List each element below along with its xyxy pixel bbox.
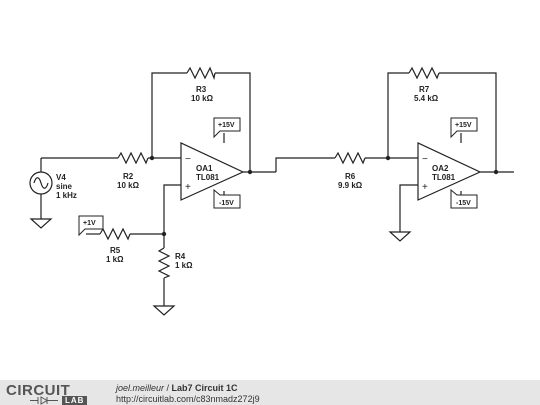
oa2-vneg-label: -15V	[456, 200, 471, 207]
r6-value: 9.9 kΩ	[338, 181, 363, 190]
footer-bar: CIRCUIT LAB joel.meilleur / Lab7 Circuit…	[0, 380, 540, 405]
circuit-symbol-icon	[30, 396, 58, 405]
r2-symbol[interactable]	[117, 151, 149, 165]
r3-symbol[interactable]	[186, 66, 216, 81]
v4-freq: 1 kHz	[56, 191, 77, 200]
ground-icon	[29, 218, 53, 229]
interstage-wiring	[275, 157, 418, 172]
circuit-title[interactable]: Lab7 Circuit 1C	[171, 383, 238, 393]
r3-value: 10 kΩ	[191, 94, 214, 103]
oa2-ref: OA2	[432, 164, 449, 173]
oa2-noninverting-pin: +	[422, 182, 428, 193]
junction-dot	[161, 231, 167, 237]
r5-value: 1 kΩ	[106, 255, 124, 264]
oa1-inverting-pin: −	[185, 154, 191, 165]
v4-source-wiring	[40, 157, 118, 219]
oa2-vpos-label: +15V	[455, 122, 472, 129]
ground-icon	[388, 231, 412, 242]
junction-dot	[149, 155, 155, 161]
plus1v-source-tag	[78, 215, 104, 237]
oa1-noninverting-pin: +	[185, 182, 191, 193]
r2-value: 10 kΩ	[117, 181, 140, 190]
r3-ref: R3	[196, 85, 207, 94]
r5-ref: R5	[110, 246, 121, 255]
r5-symbol[interactable]	[99, 227, 131, 241]
r6-ref: R6	[345, 172, 356, 181]
r7-ref: R7	[419, 85, 430, 94]
ground-icon	[152, 305, 176, 316]
author-link[interactable]: joel.meilleur	[116, 383, 165, 393]
oa1-part: TL081	[196, 173, 220, 182]
junction-dot	[385, 155, 391, 161]
r7-symbol[interactable]	[408, 66, 440, 80]
r4-ref: R4	[175, 252, 186, 261]
oa1-vneg-label: -15V	[219, 200, 234, 207]
oa1-opamp[interactable]: − + OA1 TL081	[180, 142, 245, 201]
oa2-part: TL081	[432, 173, 456, 182]
oa2-inverting-pin: −	[422, 154, 428, 165]
oa2-vpos-tag	[450, 117, 478, 139]
circuitlab-logo[interactable]: CIRCUIT	[6, 382, 71, 399]
oa1-vpos-label: +15V	[218, 122, 235, 129]
r7-value: 5.4 kΩ	[414, 94, 439, 103]
oa2-opamp[interactable]: − + OA2 TL081	[417, 142, 482, 201]
r6-symbol[interactable]	[334, 151, 366, 165]
v4-ref: V4	[56, 173, 66, 182]
junction-dot	[493, 169, 499, 175]
r4-value: 1 kΩ	[175, 261, 193, 270]
v4-sine-source-icon[interactable]	[29, 171, 53, 195]
junction-dot	[247, 169, 253, 175]
v4-type: sine	[56, 182, 73, 191]
footer-separator: /	[164, 383, 172, 393]
plus1v-label: +1V	[83, 220, 96, 227]
circuitlab-logo-sub: LAB	[62, 396, 88, 405]
footer-credit: joel.meilleur / Lab7 Circuit 1C	[116, 383, 238, 393]
oa1-ref: OA1	[196, 164, 213, 173]
r4-symbol[interactable]	[157, 247, 171, 279]
oa2-vneg-tag	[450, 188, 478, 209]
oa1-vneg-tag	[213, 188, 241, 209]
circuit-url-link[interactable]: http://circuitlab.com/c83nmadz272j9	[116, 394, 260, 404]
r2-ref: R2	[123, 172, 134, 181]
oa1-vpos-tag	[213, 117, 241, 139]
